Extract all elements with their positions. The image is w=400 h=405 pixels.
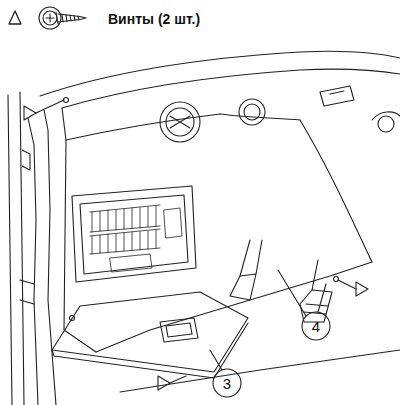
dashboard-top <box>62 69 400 108</box>
legend-label: Винты (2 шт.) <box>108 12 200 26</box>
dashboard-top <box>40 51 400 96</box>
callout-number: 3 <box>217 376 237 391</box>
screw-marker <box>24 98 368 391</box>
callout-circle <box>210 270 330 397</box>
pedals <box>230 240 332 322</box>
lower-panel <box>62 86 400 352</box>
pillar <box>8 92 56 405</box>
callout-number: 4 <box>306 319 326 334</box>
fuse-lid <box>52 292 248 378</box>
legend-sample <box>9 7 86 29</box>
